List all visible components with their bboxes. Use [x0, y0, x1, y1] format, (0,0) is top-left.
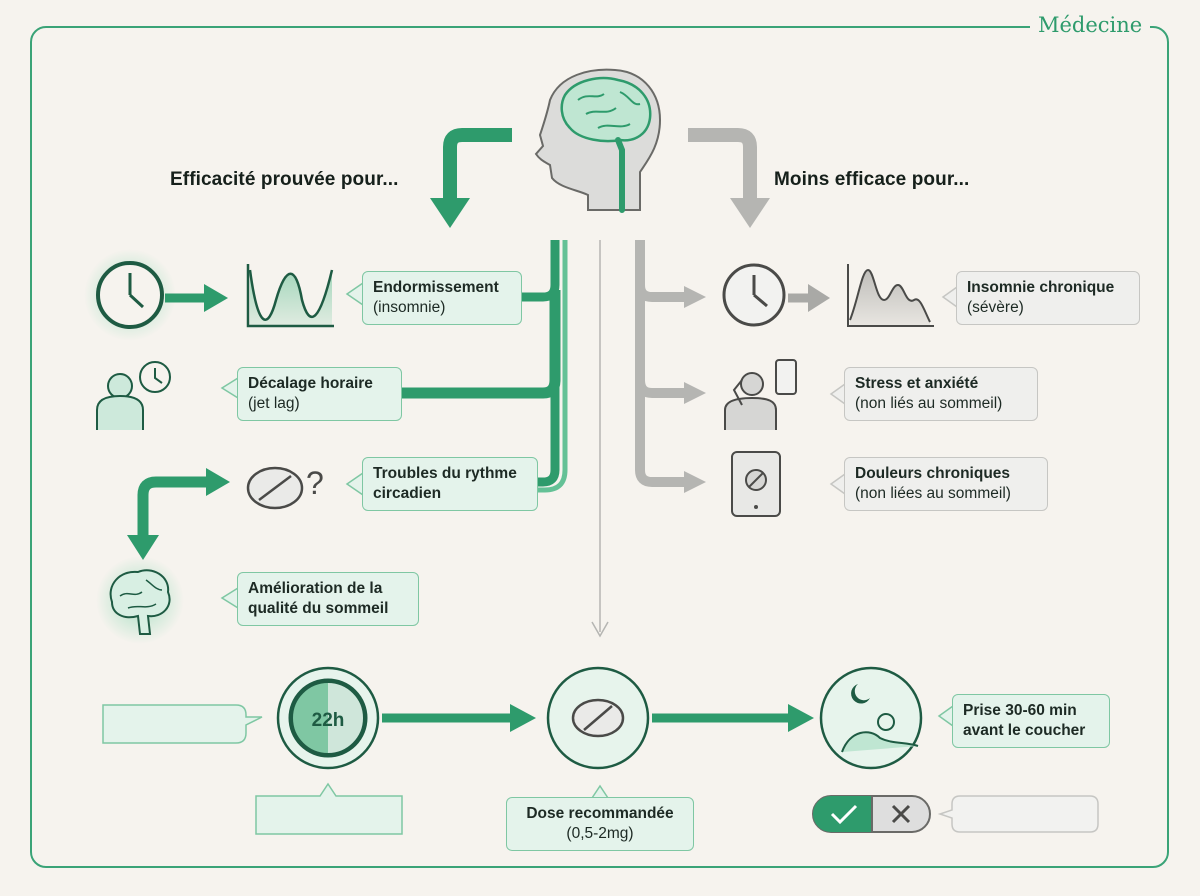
wave-chart-icon [246, 264, 334, 328]
callout-title: Insomnie chronique [967, 279, 1115, 296]
left-header: Efficacité prouvée pour... [170, 169, 399, 190]
callout-title: Troubles du rythme circadien [373, 465, 517, 502]
right-header: Moins efficace pour... [774, 169, 970, 190]
check-icon [830, 804, 858, 825]
callout-title: Douleurs chroniques [855, 465, 1011, 482]
callout-dose: Dose recommandée (0,5-2mg) [506, 797, 694, 851]
callout-title: Décalage horaire [248, 375, 373, 392]
callout-sub: (non liés au sommeil) [855, 395, 1003, 412]
head-brain-icon [534, 68, 662, 213]
callout-title: Prise 30-60 min [963, 702, 1077, 719]
peaks-chart-icon [847, 264, 934, 327]
callout-troubles: Troubles du rythme circadien [362, 457, 538, 511]
callout-endormissement: Endormissement (insomnie) [362, 271, 522, 325]
callout-sub: (0,5-2mg) [566, 825, 634, 842]
callout-sub: (non liées au sommeil) [855, 485, 1011, 502]
callout-sub: (jet lag) [248, 395, 300, 412]
clock-icon [84, 249, 176, 341]
pill-icon [546, 666, 650, 770]
tablet-icon [731, 451, 781, 517]
callout-insomnie-chronique: Insomnie chronique (sévère) [956, 271, 1140, 325]
callout-title: Dose recommandée [526, 805, 674, 822]
callout-title: Endormissement [373, 279, 499, 296]
moon-sleep-icon [819, 666, 923, 770]
callout-stress: Stress et anxiété (non liés au sommeil) [844, 367, 1038, 421]
callout-sub: (sévère) [967, 299, 1024, 316]
brain-icon [96, 556, 184, 644]
phone-stress-icon [724, 359, 797, 430]
pill-question-icon: ? [246, 465, 324, 510]
empty-callout-bottom [255, 782, 403, 835]
callout-title: Amélioration de la qualité du sommeil [248, 580, 389, 617]
diagram-frame [30, 26, 1169, 868]
clock-label: 22h [312, 710, 345, 731]
callout-title-2: avant le coucher [963, 722, 1086, 739]
cross-icon [891, 804, 911, 824]
clock-icon [722, 263, 786, 327]
toggle-check-cross [812, 795, 931, 833]
callout-timing: Prise 30-60 min avant le coucher [952, 694, 1110, 748]
brand-logo: Médecine [1030, 10, 1151, 40]
empty-callout-left [102, 704, 263, 744]
callout-decalage: Décalage horaire (jet lag) [237, 367, 402, 421]
clock-22h-icon [276, 666, 380, 770]
callout-title: Stress et anxiété [855, 375, 979, 392]
callout-sub: (insomnie) [373, 299, 446, 316]
callout-douleurs: Douleurs chroniques (non liées au sommeil… [844, 457, 1048, 511]
svg-text:?: ? [306, 465, 324, 501]
person-clock-icon [96, 361, 171, 430]
empty-callout-right [937, 795, 1099, 833]
callout-amelioration: Amélioration de la qualité du sommeil [237, 572, 419, 626]
